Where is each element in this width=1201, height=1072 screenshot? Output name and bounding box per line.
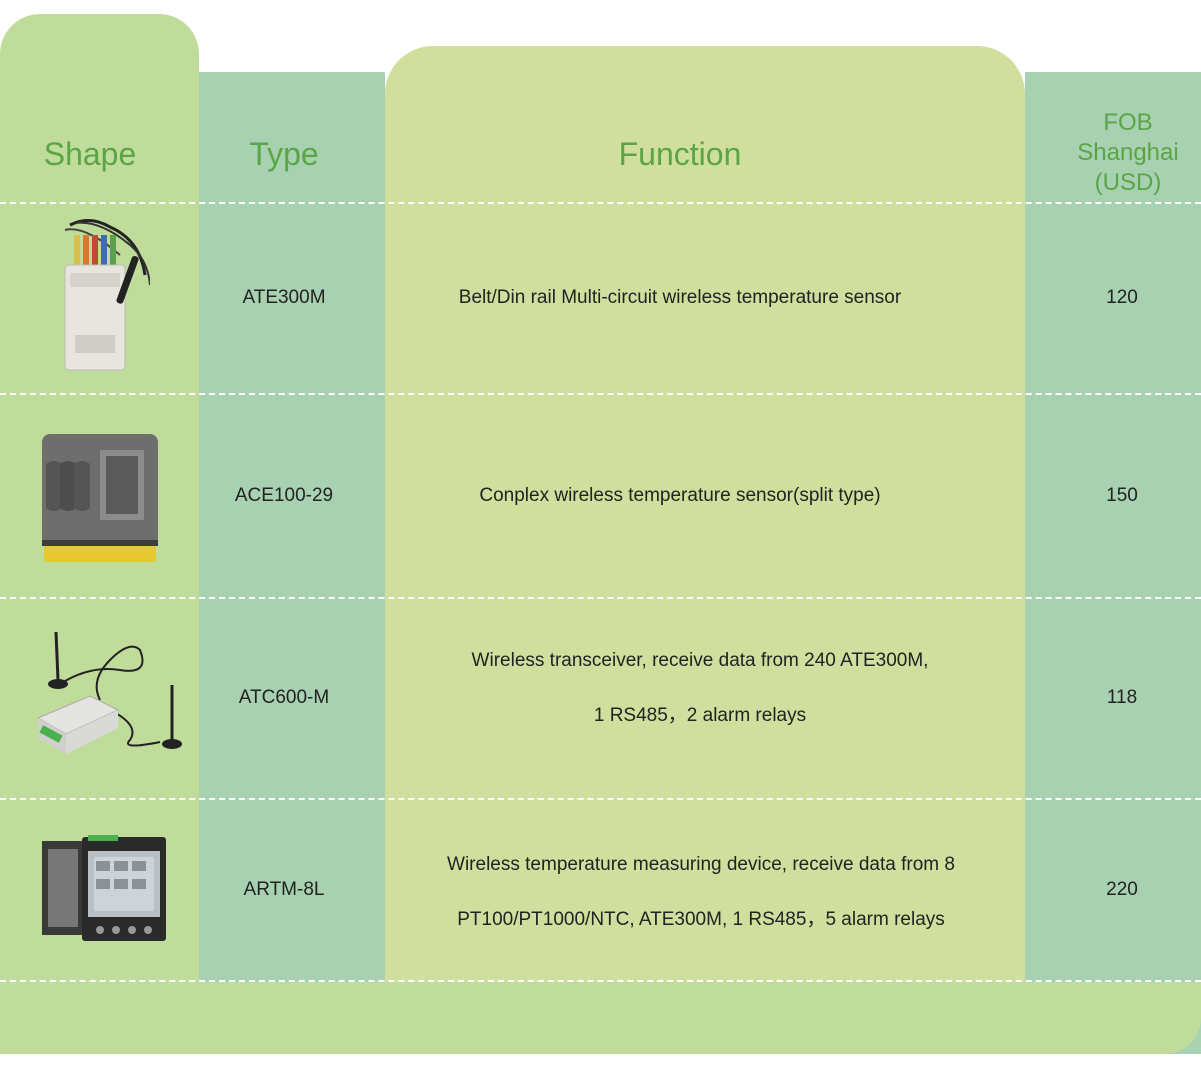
row-divider (0, 798, 1201, 800)
row4-function: Wireless temperature measuring device, r… (385, 854, 1017, 934)
function-column-band (385, 46, 1025, 1054)
row-divider (0, 202, 1201, 204)
row2-price: 150 (1106, 484, 1138, 506)
row2-type: ACE100-29 (234, 484, 334, 506)
row3-function: Wireless transceiver, receive data from … (415, 650, 985, 730)
row3-function-line1: Wireless transceiver, receive data from … (471, 650, 929, 671)
header-function: Function (618, 136, 742, 172)
row3-type: ATC600-M (238, 687, 330, 708)
row4-price: 220 (1106, 879, 1138, 900)
row4-type: ARTM-8L (243, 879, 325, 900)
row4-function-line2: PT100/PT1000/NTC, ATE300M, 1 RS485，5 ala… (457, 909, 945, 930)
header-type: Type (249, 136, 319, 172)
row-divider (0, 393, 1201, 395)
row3-price: 118 (1106, 687, 1138, 708)
product-image-ate300m (40, 215, 151, 380)
type-column-band (199, 72, 385, 1054)
header-fob-line2: Shanghai (1077, 139, 1179, 166)
row4-function-line1: Wireless temperature measuring device, r… (447, 854, 955, 875)
product-image-atc600-m (30, 630, 188, 760)
row1-function: Belt/Din rail Multi-circuit wireless tem… (385, 204, 975, 392)
row3-function-line2: 1 RS485，2 alarm relays (593, 705, 807, 726)
row2-function: Conplex wireless temperature sensor(spli… (385, 395, 975, 596)
row-divider (0, 597, 1201, 599)
header-fob: FOB Shanghai (USD) (1040, 108, 1201, 198)
row1-price: 120 (1106, 287, 1138, 308)
header-shape: Shape (43, 136, 137, 172)
row1-function-line1: Belt/Din rail Multi-circuit wireless tem… (458, 287, 902, 308)
product-image-artm-8l (38, 835, 170, 945)
header-fob-line3: (USD) (1094, 169, 1162, 196)
row-divider (0, 980, 1201, 982)
row2-function-line1: Conplex wireless temperature sensor(spli… (479, 484, 881, 506)
fob-column-band (1025, 72, 1201, 1054)
header-fob-line1: FOB (1103, 109, 1153, 136)
row1-type: ATE300M (242, 287, 326, 308)
product-image-ace100-29 (38, 428, 162, 564)
table-footer-band (0, 982, 1201, 1054)
